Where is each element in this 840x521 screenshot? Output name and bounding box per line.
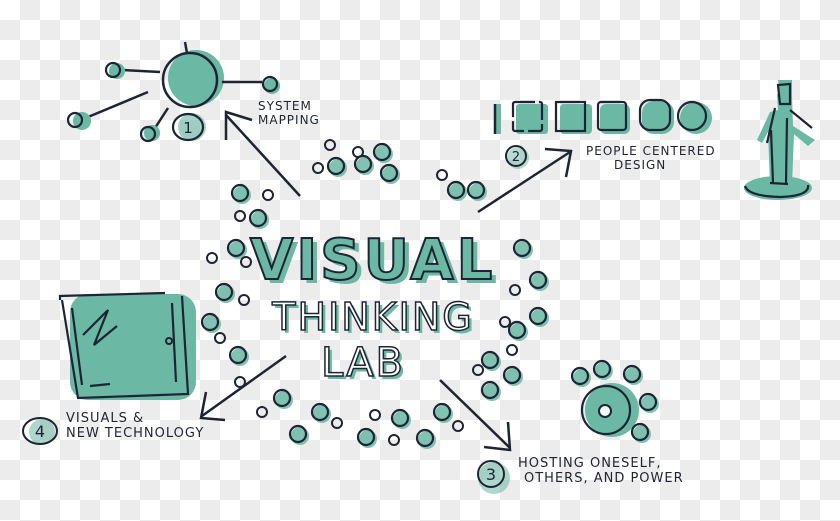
node-1-label: SYSTEM MAPPING [258,99,320,128]
node-4-label-line1: VISUALS & [66,411,145,426]
node-4-number: 4 [35,422,45,441]
node-1-label-line2: MAPPING [258,112,320,127]
node-3-number: 3 [486,465,496,484]
node-2-label-line1: PEOPLE CENTERED [586,144,716,158]
shape-evolution-row-icon [493,98,712,134]
node-2-label: PEOPLE CENTERED DESIGN [586,144,716,173]
network-hub-icon [66,41,280,143]
node-4-number-badge [22,417,58,445]
node-2-label-line2: DESIGN [614,157,667,172]
person-figure-icon [743,80,815,200]
node-3-label-line2: OTHERS, AND POWER [524,470,684,486]
title-visual: VISUAL [249,227,496,294]
title-lab: LAB [320,339,405,387]
node-3-label: HOSTING ONESELF, OTHERS, AND POWER [518,456,684,487]
node-1-label-line1: SYSTEM [258,99,312,113]
tablet-icon [58,291,196,400]
arrow-to-visuals-new-technology [199,354,287,422]
node-3-label-line1: HOSTING ONESELF, [518,456,662,471]
node-1-number: 1 [183,119,193,137]
arrow-to-hosting [439,379,512,452]
circle-gathering-icon [570,359,661,445]
arrow-to-system-mapping [224,110,301,197]
node-4-label-line2: NEW TECHNOLOGY [66,425,205,441]
title-thinking: THINKING [272,294,474,340]
node-4-label: VISUALS & NEW TECHNOLOGY [66,411,205,442]
node-2-number-badge [505,145,529,169]
node-3-number-badge [477,460,510,494]
node-2-number: 2 [512,150,520,165]
arrow-to-people-centered-design [477,147,573,214]
